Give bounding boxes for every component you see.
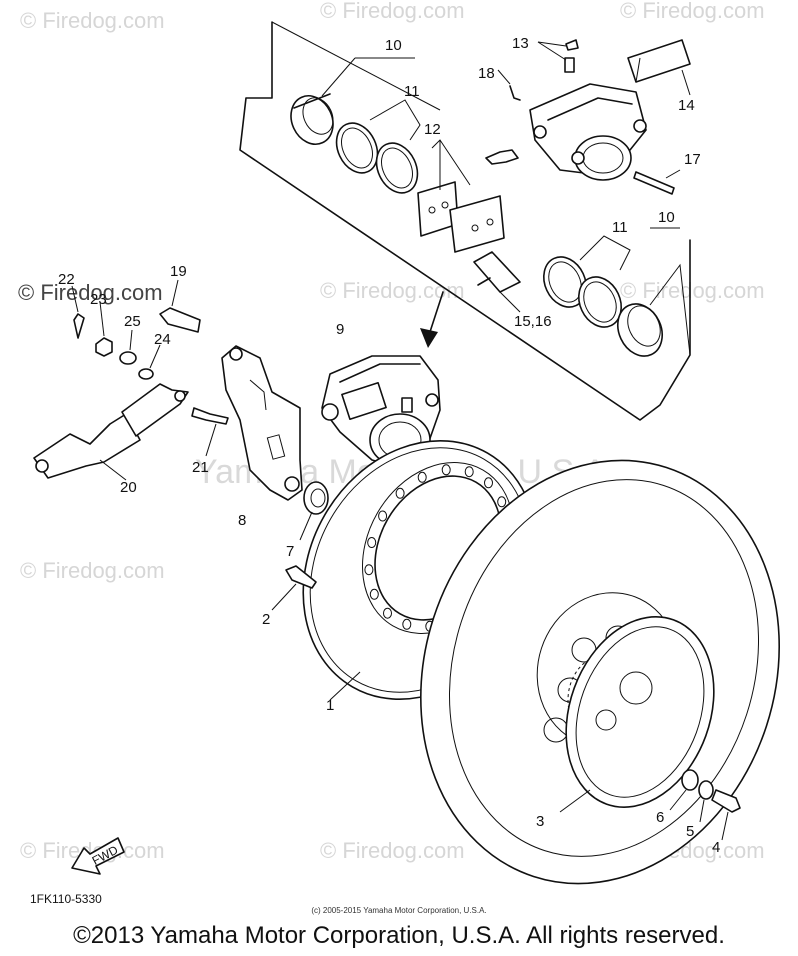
callout-labels: 1 2 3 4 5 6 7 8 9 10 10 11 11 12 13 14 1… [58, 35, 720, 856]
label-11-upper: 11 [404, 83, 420, 100]
watermark: © Firedog.com [620, 0, 765, 23]
part-5-washer [698, 780, 714, 823]
parts-diagram: © Firedog.com © Firedog.com © Firedog.co… [18, 0, 781, 906]
part-13-bleeder [537, 39, 579, 73]
disc-hole [417, 471, 427, 483]
label-9: 9 [336, 321, 344, 338]
disc-hole [378, 510, 388, 522]
label-6: 6 [656, 809, 664, 826]
part-12-brake-pads [417, 139, 519, 253]
disc-hole [369, 588, 379, 600]
label-5: 5 [686, 823, 694, 840]
label-25: 25 [124, 313, 141, 330]
disc-hole [497, 496, 507, 508]
label-10-upper: 10 [385, 37, 402, 54]
label-1: 1 [326, 697, 334, 714]
disc-hole [364, 564, 374, 576]
watermark: © Firedog.com [320, 0, 465, 23]
diagram-code: 1FK110-5330 [30, 892, 102, 906]
disc-hole [484, 477, 493, 489]
part-19-bolt [159, 279, 201, 333]
part-9-caliper [321, 355, 441, 469]
part-21-bolt [191, 407, 229, 457]
part-6-washer [669, 769, 699, 811]
watermark: © Firedog.com [620, 278, 765, 303]
disc-hole [402, 618, 412, 630]
label-14: 14 [678, 97, 695, 114]
disc-hole [367, 537, 377, 548]
label-3: 3 [536, 813, 544, 830]
part-14-caliper-cover [627, 39, 691, 96]
part-11-lower-seals [543, 235, 631, 328]
watermark: © Firedog.com [320, 838, 465, 863]
watermark: © Firedog.com [20, 558, 165, 583]
label-24: 24 [154, 331, 171, 348]
part-18-clip [497, 69, 521, 101]
watermark-dark: © Firedog.com [18, 280, 163, 305]
disc-hole [395, 487, 405, 499]
part-2-disc-bolt [271, 565, 317, 611]
part-10-lower-piston [617, 227, 691, 357]
label-22: 22 [58, 271, 75, 288]
label-12: 12 [424, 121, 441, 138]
disc-hole [383, 607, 392, 619]
label-20: 20 [120, 479, 137, 496]
label-17: 17 [684, 151, 701, 168]
part-4-bolt [711, 789, 741, 841]
watermark: © Firedog.com [20, 8, 165, 33]
label-15-16: 15,16 [514, 313, 552, 330]
label-18: 18 [478, 65, 495, 82]
label-13: 13 [512, 35, 529, 52]
disc-hole [464, 466, 474, 478]
label-2: 2 [262, 611, 270, 628]
part-8-caliper-bracket [221, 345, 303, 501]
disc-hole [441, 464, 451, 476]
part-23-nut [95, 301, 113, 357]
label-19: 19 [170, 263, 187, 280]
label-10-lower: 10 [658, 209, 675, 226]
label-11-lower: 11 [612, 219, 628, 236]
label-8: 8 [238, 512, 246, 529]
small-copyright: (c) 2005-2015 Yamaha Motor Corporation, … [311, 906, 487, 915]
upper-caliper-body [529, 83, 681, 195]
label-23: 23 [90, 291, 107, 308]
part-25-washer [119, 329, 137, 365]
part-20-torque-rod [33, 383, 189, 481]
part-15-16-pad-spring [473, 251, 521, 313]
label-7: 7 [286, 543, 294, 560]
part-11-upper-seals [335, 99, 421, 194]
part-3-damper-plate [559, 616, 715, 813]
part-22-cotter-pin [71, 285, 85, 339]
part-7-collar [299, 481, 329, 541]
watermark: © Firedog.com [320, 278, 465, 303]
label-21: 21 [192, 459, 209, 476]
footer-copyright: ©2013 Yamaha Motor Corporation, U.S.A. A… [73, 922, 725, 949]
part-24-washer [138, 344, 161, 380]
caliper-exploded-box [239, 21, 691, 421]
label-4: 4 [712, 839, 720, 856]
part-10-upper-pistons [290, 57, 415, 145]
